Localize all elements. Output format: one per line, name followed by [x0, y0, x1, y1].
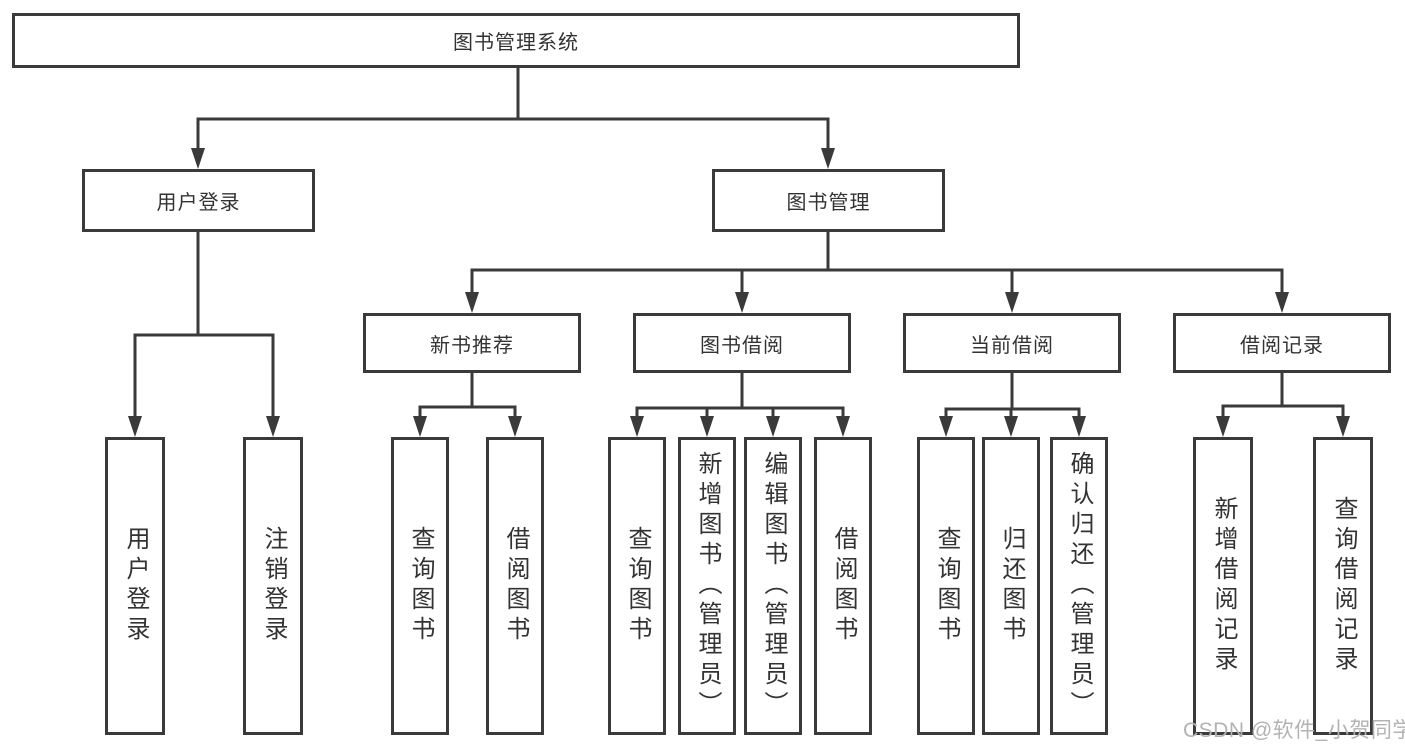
leaf-add-books-admin: 新增图书（管理员） — [678, 437, 736, 735]
connector-newbook-split — [418, 373, 517, 420]
leaf-add-borrow-record: 新增借阅记录 — [1193, 437, 1253, 735]
leaf-label: 借阅图书 — [502, 526, 529, 646]
node-current-borrowing-label: 当前借阅 — [970, 334, 1054, 357]
leaf-label: 借阅图书 — [830, 526, 857, 646]
leaf-borrow-books-recommend: 借阅图书 — [486, 437, 544, 735]
connector-borrow-split — [635, 373, 845, 420]
leaf-return-books: 归还图书 — [982, 437, 1040, 735]
leaf-label: 编辑图书（管理员） — [760, 451, 787, 721]
leaf-label: 新增图书（管理员） — [694, 451, 721, 721]
root-node-label: 图书管理系统 — [453, 32, 579, 54]
leaf-label: 确认归还（管理员） — [1066, 451, 1093, 721]
leaf-query-books-recommend: 查询图书 — [391, 437, 449, 735]
node-new-book-recommend-label: 新书推荐 — [430, 334, 514, 357]
node-user-login: 用户登录 — [82, 169, 315, 232]
leaf-label: 查询图书 — [624, 526, 651, 646]
node-book-borrowing-label: 图书借阅 — [700, 334, 784, 357]
leaf-confirm-return-admin: 确认归还（管理员） — [1050, 437, 1108, 735]
node-new-book-recommend: 新书推荐 — [363, 313, 581, 373]
leaf-label: 查询借阅记录 — [1330, 496, 1357, 676]
connector-bookmgmt-split — [470, 232, 1284, 296]
connector-userlogin-split — [133, 232, 275, 420]
leaf-label: 新增借阅记录 — [1210, 496, 1237, 676]
leaf-label: 归还图书 — [998, 526, 1025, 646]
node-book-management-label: 图书管理 — [786, 192, 871, 214]
connector-root-split — [196, 68, 830, 152]
leaf-label: 查询图书 — [933, 526, 960, 646]
leaf-query-borrow-record: 查询借阅记录 — [1313, 437, 1373, 735]
root-node: 图书管理系统 — [12, 13, 1020, 68]
node-user-login-label: 用户登录 — [156, 192, 241, 214]
connector-current-split — [944, 373, 1081, 420]
leaf-label: 查询图书 — [407, 526, 434, 646]
node-current-borrowing: 当前借阅 — [903, 313, 1121, 373]
node-borrowing-records-label: 借阅记录 — [1240, 334, 1324, 357]
leaf-user-login-label: 用户登录 — [122, 526, 149, 646]
leaf-logout-label: 注销登录 — [260, 526, 287, 646]
leaf-query-books-borrow: 查询图书 — [608, 437, 666, 735]
leaf-edit-books-admin: 编辑图书（管理员） — [744, 437, 802, 735]
csdn-watermark: CSDN @软件_小贺同学 — [1183, 719, 1405, 742]
node-book-borrowing: 图书借阅 — [633, 313, 851, 373]
leaf-logout: 注销登录 — [243, 437, 303, 735]
node-book-management: 图书管理 — [712, 169, 945, 232]
leaf-query-books-current: 查询图书 — [917, 437, 975, 735]
leaf-borrow-books: 借阅图书 — [814, 437, 872, 735]
leaf-user-login: 用户登录 — [105, 437, 165, 735]
node-borrowing-records: 借阅记录 — [1173, 313, 1391, 373]
connector-records-split — [1221, 373, 1345, 420]
